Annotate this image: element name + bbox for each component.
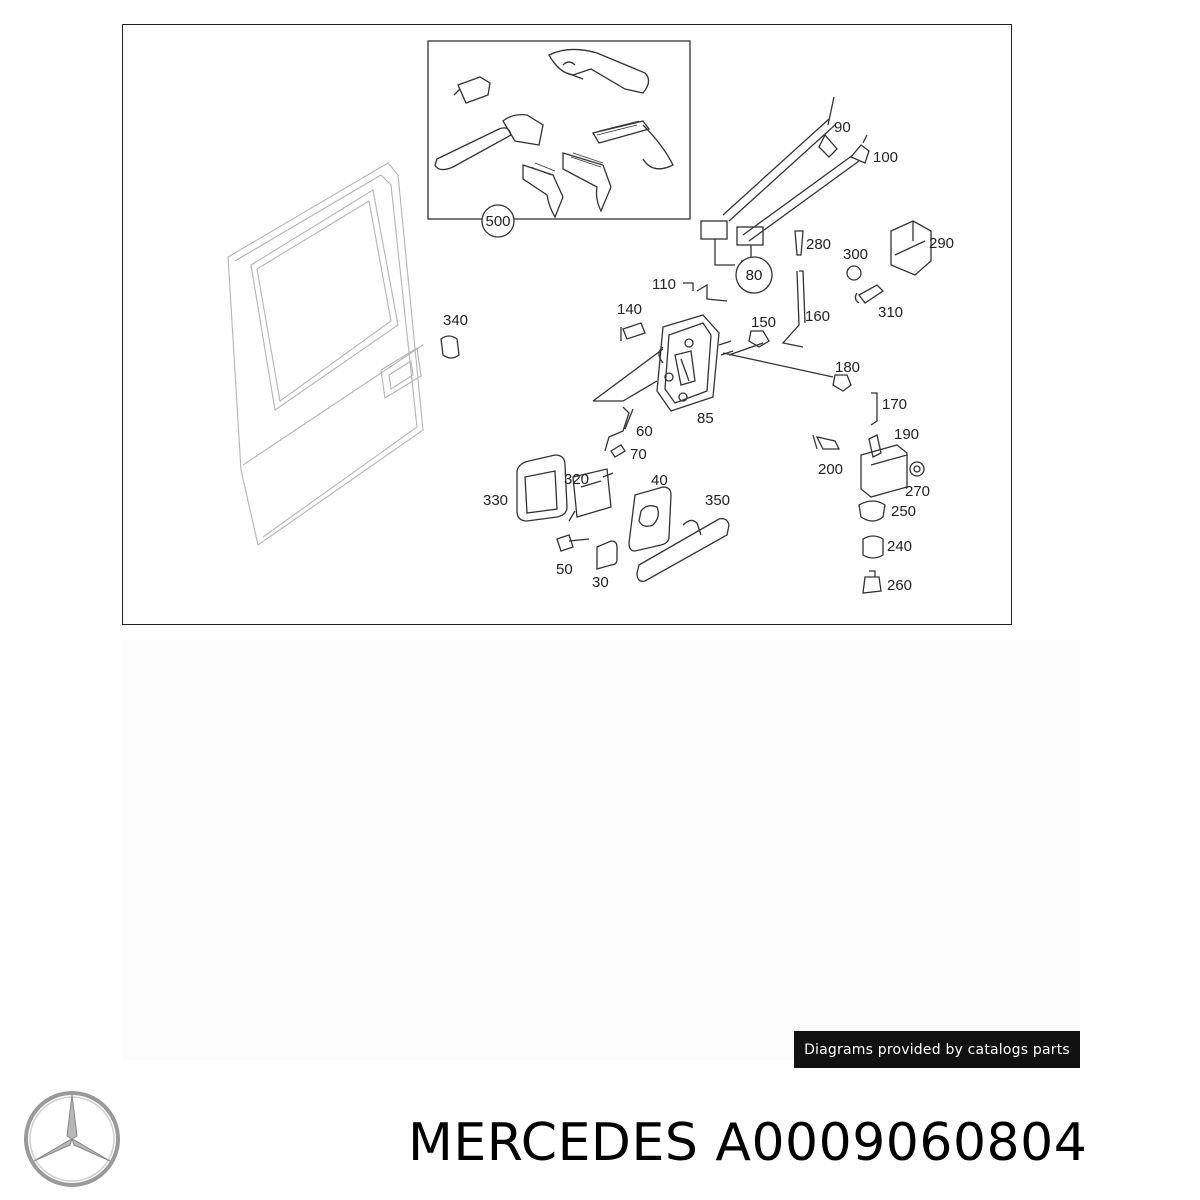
part-140 (620, 322, 646, 341)
part-250 (858, 500, 886, 522)
part-340 (440, 335, 460, 359)
callout-190: 190 (894, 426, 919, 443)
part-50 (556, 534, 590, 552)
callout-290: 290 (929, 235, 954, 252)
part-200 (812, 434, 841, 450)
part-110 (683, 282, 728, 302)
inset-box (427, 40, 691, 220)
part-number: A0009060804 (715, 1113, 1088, 1173)
callout-320: 320 (564, 471, 589, 488)
callout-70: 70 (630, 446, 647, 463)
part-320 (568, 468, 614, 522)
callout-150: 150 (751, 314, 776, 331)
part-270 (909, 461, 925, 477)
part-350 (636, 517, 730, 582)
parts-diagram: 90 100 500 80 280 290 300 110 310 140 15… (122, 24, 1012, 625)
part-160 (781, 270, 806, 348)
callout-310: 310 (878, 304, 903, 321)
callout-270: 270 (905, 483, 930, 500)
brand-name: MERCEDES (408, 1113, 699, 1173)
credit-badge: Diagrams provided by catalogs parts (794, 1031, 1080, 1068)
actuator-190 (860, 434, 908, 498)
part-280 (794, 230, 804, 256)
callout-330: 330 (483, 492, 508, 509)
part-310 (854, 284, 885, 304)
callout-280: 280 (806, 236, 831, 253)
diagram-backdrop (122, 640, 1080, 1060)
part-30 (596, 540, 618, 570)
callout-bubble-80 (735, 256, 773, 294)
main-lock-85 (656, 314, 734, 412)
callout-260: 260 (887, 577, 912, 594)
callout-340: 340 (443, 312, 468, 329)
callout-bubble-500 (481, 204, 515, 238)
callout-350: 350 (705, 492, 730, 509)
callout-80: 80 (746, 267, 763, 284)
brand-title: MERCEDES A0009060804 (408, 1108, 1087, 1178)
callout-160: 160 (805, 308, 830, 325)
part-300 (846, 265, 862, 281)
callout-250: 250 (891, 503, 916, 520)
callout-200: 200 (818, 461, 843, 478)
part-290 (890, 220, 932, 276)
door-outline (227, 162, 424, 546)
part-70 (610, 444, 626, 458)
callout-50: 50 (556, 561, 573, 578)
handle-kit-drawing (434, 48, 674, 219)
rod-60 (592, 348, 664, 402)
callout-40: 40 (651, 472, 668, 489)
part-180 (832, 374, 852, 392)
part-60 (604, 406, 634, 452)
part-260 (862, 570, 882, 594)
callout-110: 110 (652, 276, 676, 293)
parts-diagram-drawing: 90 100 500 80 280 290 300 110 310 140 15… (227, 40, 954, 594)
callout-180: 180 (835, 359, 860, 376)
mercedes-star-icon (24, 1091, 120, 1187)
callout-500: 500 (485, 213, 510, 230)
part-240 (862, 535, 884, 559)
callout-140: 140 (617, 301, 642, 318)
callout-170: 170 (882, 396, 907, 413)
callout-300: 300 (843, 246, 868, 263)
part-170 (870, 392, 878, 426)
callout-85: 85 (697, 410, 714, 427)
callout-60: 60 (636, 423, 653, 440)
part-150 (748, 330, 770, 348)
callout-100: 100 (873, 149, 898, 166)
part-330 (516, 454, 568, 522)
linkage-rod (722, 352, 834, 378)
callout-240: 240 (887, 538, 912, 555)
cable-harness (700, 96, 870, 266)
callout-30: 30 (592, 574, 609, 591)
part-40 (628, 486, 672, 552)
callout-90: 90 (834, 119, 851, 136)
